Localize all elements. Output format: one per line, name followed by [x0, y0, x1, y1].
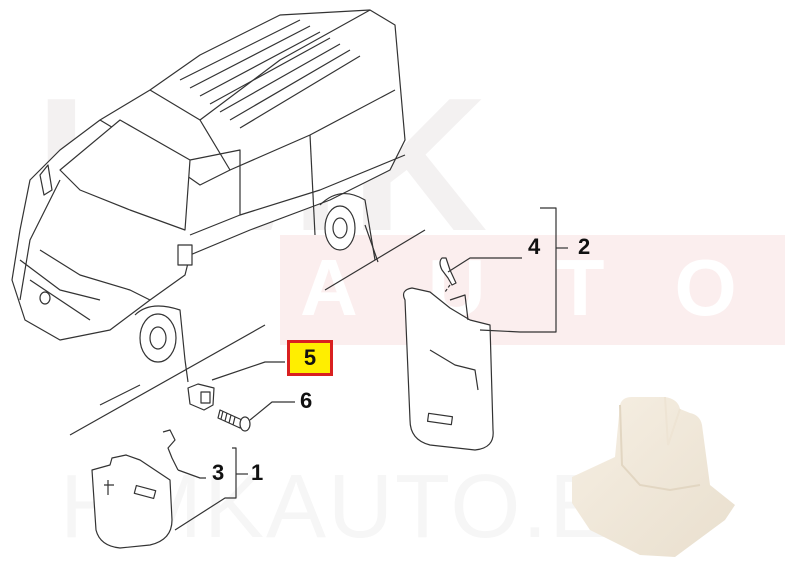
callout-5-highlighted[interactable]: 5: [287, 340, 333, 376]
callout-2[interactable]: 2: [578, 234, 591, 259]
callout-4[interactable]: 4: [528, 234, 541, 259]
bracket-1: [174, 447, 237, 531]
callout-6[interactable]: 6: [300, 388, 313, 413]
callout-1[interactable]: 1: [251, 460, 264, 485]
clip-product-photo: [572, 396, 735, 557]
ground-line: [324, 229, 426, 291]
leader-4: [447, 257, 522, 273]
screw-illustration: [217, 401, 295, 432]
van-illustration: [11, 9, 406, 363]
bracket-2: [479, 207, 557, 333]
watermark-band: [280, 235, 785, 345]
clip-nut-illustration: [187, 361, 285, 411]
watermark-letter: O: [674, 243, 737, 332]
rear-mudflap-illustration: [402, 257, 494, 451]
ground-line: [69, 324, 266, 436]
watermark-letter: T: [555, 243, 605, 332]
callout-3[interactable]: 3: [212, 460, 225, 485]
front-mudflap-illustration: [91, 429, 206, 549]
